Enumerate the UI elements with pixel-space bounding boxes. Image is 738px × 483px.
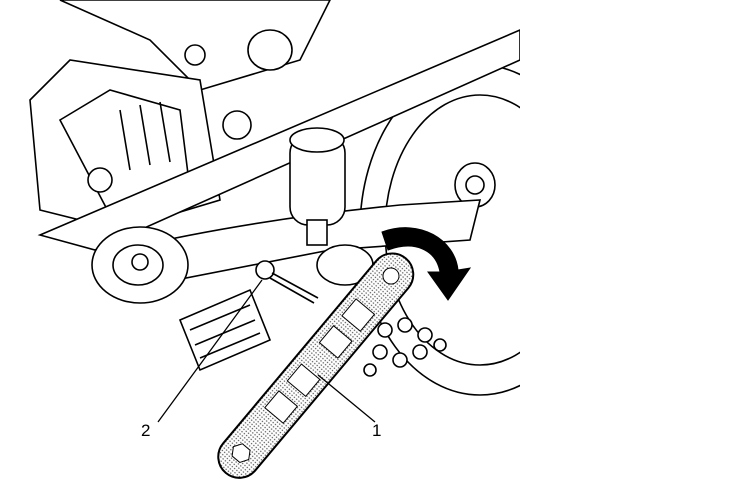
callout-2: 2: [141, 421, 151, 440]
tensioner-tool: [217, 252, 415, 479]
rotation-arrow-icon: [381, 227, 472, 301]
callout-1: 1: [372, 421, 382, 440]
callout-2-leader: [157, 279, 263, 423]
drive-belt: [37, 29, 520, 251]
engine-block: [29, 0, 331, 231]
damper-bolts: [363, 317, 447, 377]
alternator-pulley: [91, 226, 189, 304]
locking-pin: [255, 260, 319, 304]
belt-tensioner: [178, 127, 374, 372]
callout-1-leader: [317, 374, 376, 423]
